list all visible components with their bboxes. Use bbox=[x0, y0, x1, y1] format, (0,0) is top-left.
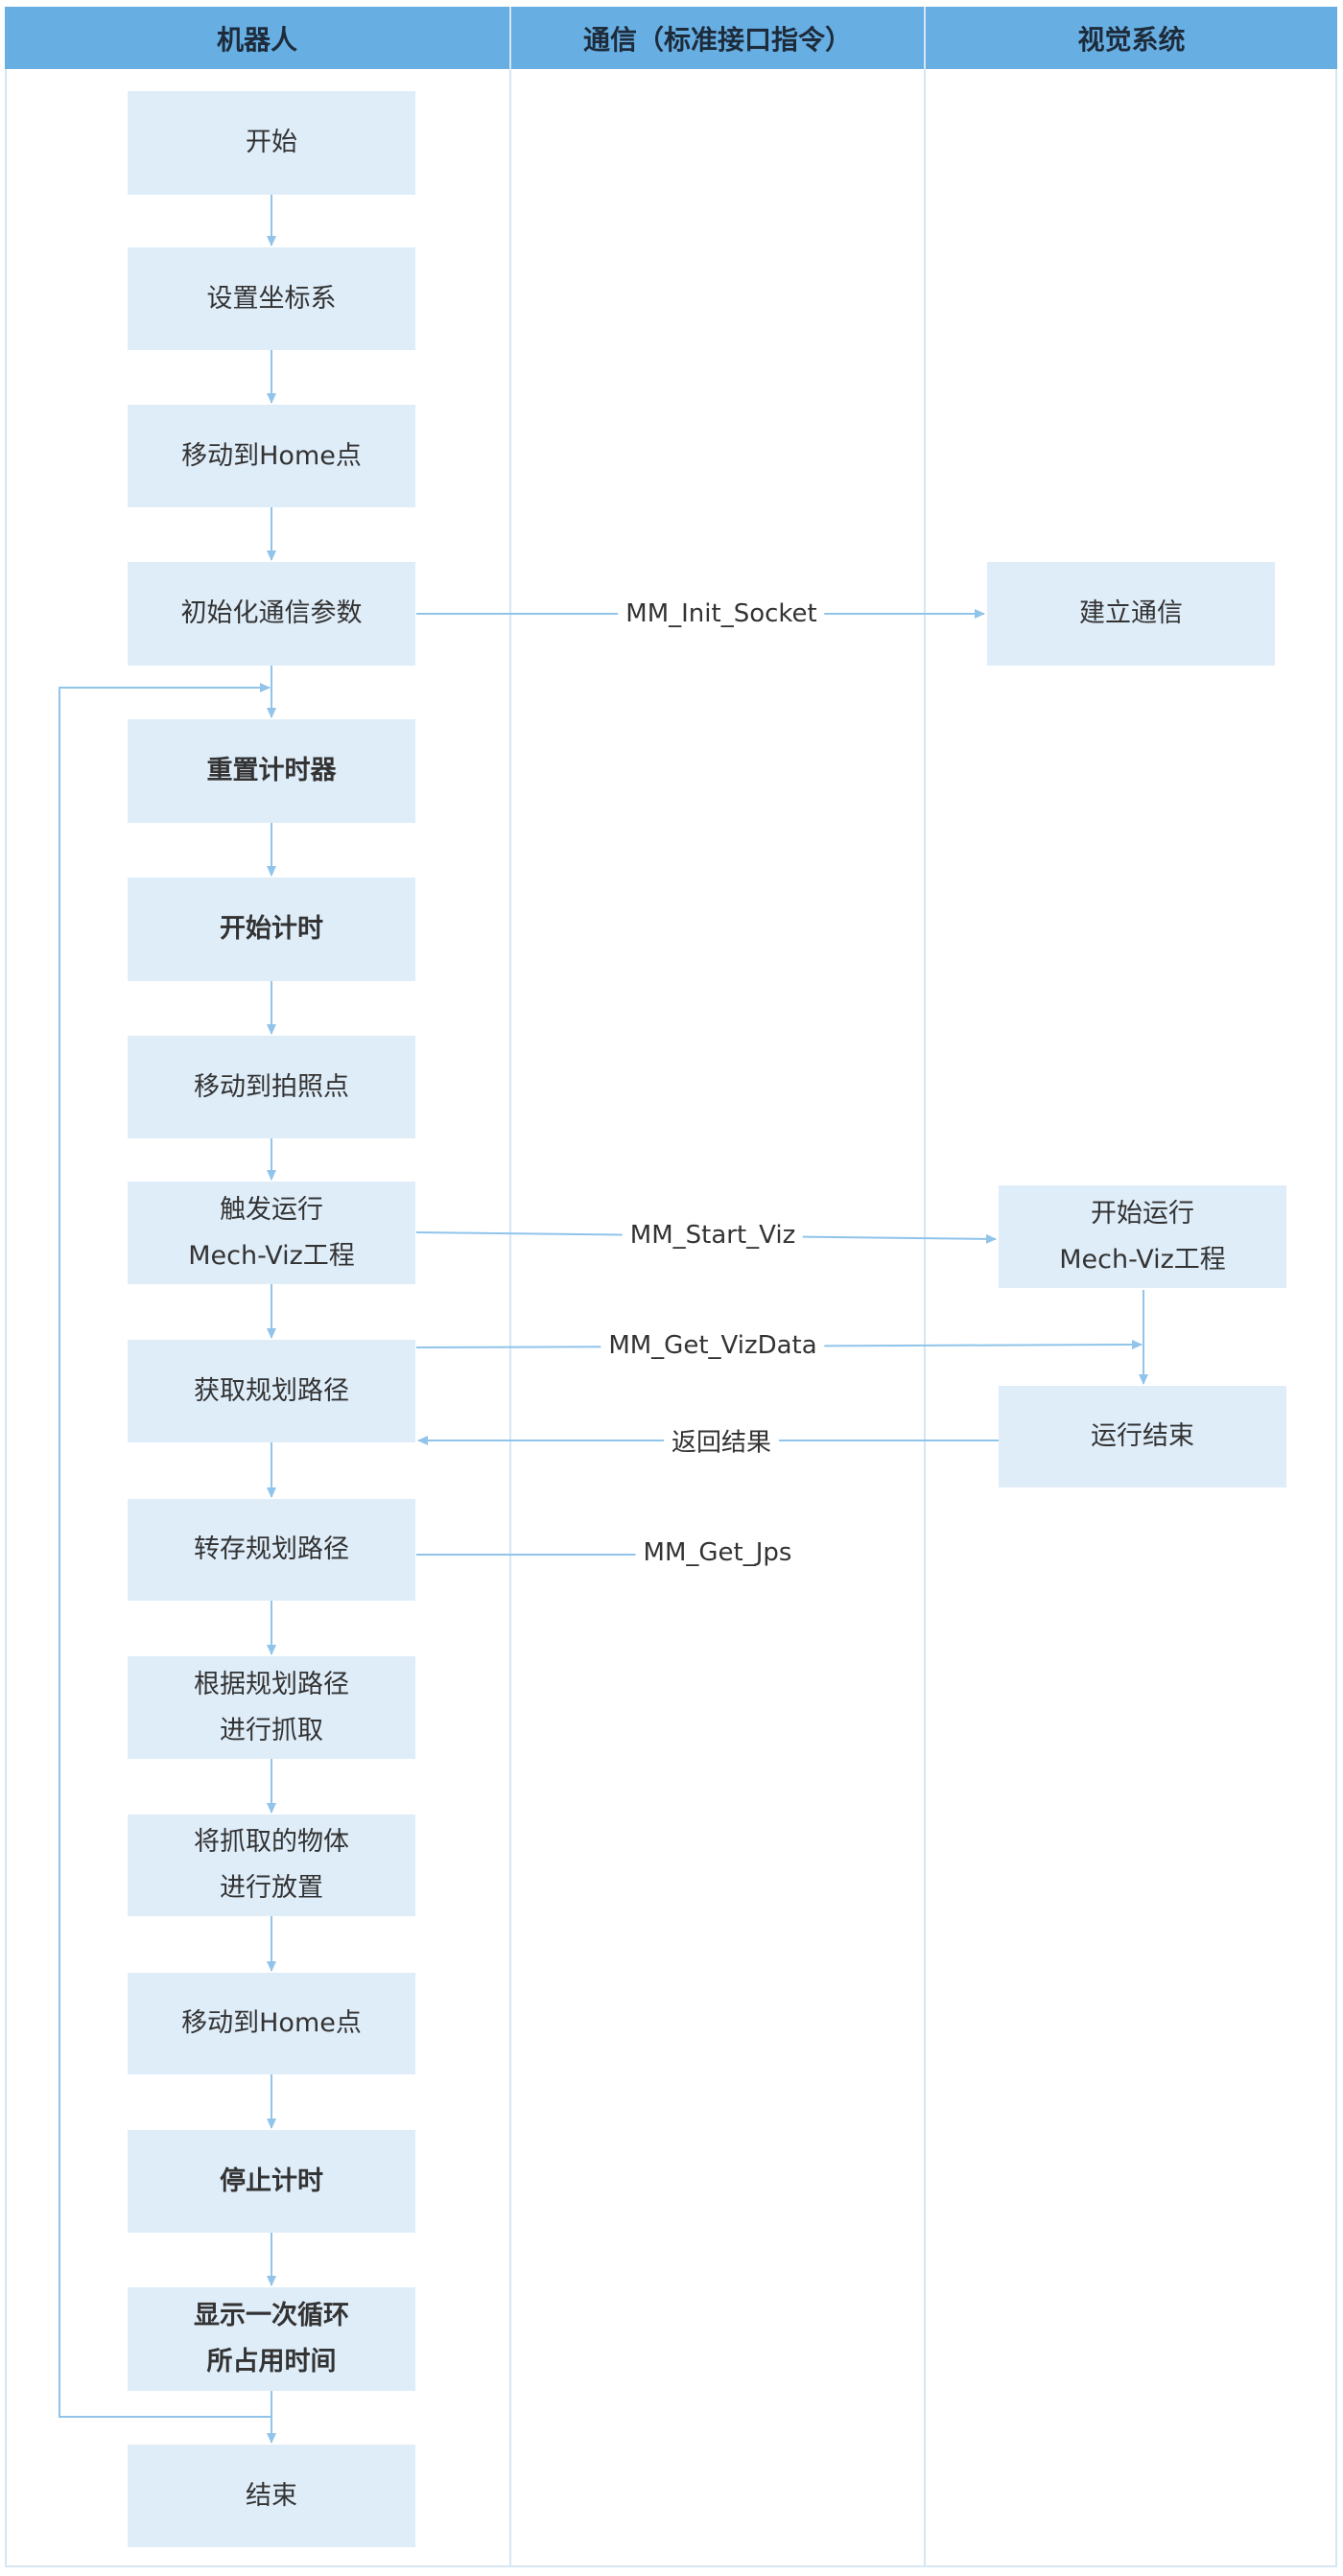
message-return-result: 返回结果 bbox=[663, 1422, 780, 1459]
lane-divider-2 bbox=[924, 7, 926, 2567]
lane-header-communication: 通信（标准接口指令） bbox=[511, 7, 924, 69]
node-start: 开始 bbox=[128, 91, 415, 195]
node-end: 结束 bbox=[128, 2445, 415, 2547]
node-place-object: 将抓取的物体 进行放置 bbox=[128, 1815, 415, 1916]
node-move-photo-point: 移动到拍照点 bbox=[128, 1036, 415, 1138]
node-reset-timer: 重置计时器 bbox=[128, 719, 415, 823]
node-get-planned-path: 获取规划路径 bbox=[128, 1340, 415, 1442]
message-get-vizdata: MM_Get_VizData bbox=[601, 1331, 825, 1360]
lane-header-vision: 视觉系统 bbox=[926, 7, 1337, 69]
node-move-home-1: 移动到Home点 bbox=[128, 405, 415, 507]
node-stop-timer: 停止计时 bbox=[128, 2130, 415, 2233]
node-move-home-2: 移动到Home点 bbox=[128, 1973, 415, 2074]
arrow-loop-back bbox=[59, 683, 271, 2418]
node-pick-by-path: 根据规划路径 进行抓取 bbox=[128, 1656, 415, 1759]
lane-divider-1 bbox=[509, 7, 511, 2567]
message-get-jps: MM_Get_Jps bbox=[635, 1538, 800, 1567]
node-start-timer: 开始计时 bbox=[128, 878, 415, 981]
node-establish-comm: 建立通信 bbox=[987, 562, 1275, 666]
message-init-socket: MM_Init_Socket bbox=[618, 599, 825, 628]
lane-header-robot: 机器人 bbox=[5, 7, 509, 69]
node-show-cycle-time: 显示一次循环 所占用时间 bbox=[128, 2287, 415, 2391]
node-set-coordinate-system: 设置坐标系 bbox=[128, 247, 415, 350]
message-start-viz: MM_Start_Viz bbox=[622, 1221, 804, 1250]
node-start-viz-project: 开始运行 Mech-Viz工程 bbox=[999, 1185, 1286, 1288]
node-store-planned-path: 转存规划路径 bbox=[128, 1499, 415, 1601]
node-trigger-viz: 触发运行 Mech-Viz工程 bbox=[128, 1182, 415, 1284]
node-run-end: 运行结束 bbox=[999, 1386, 1286, 1487]
node-init-comm-params: 初始化通信参数 bbox=[128, 562, 415, 666]
